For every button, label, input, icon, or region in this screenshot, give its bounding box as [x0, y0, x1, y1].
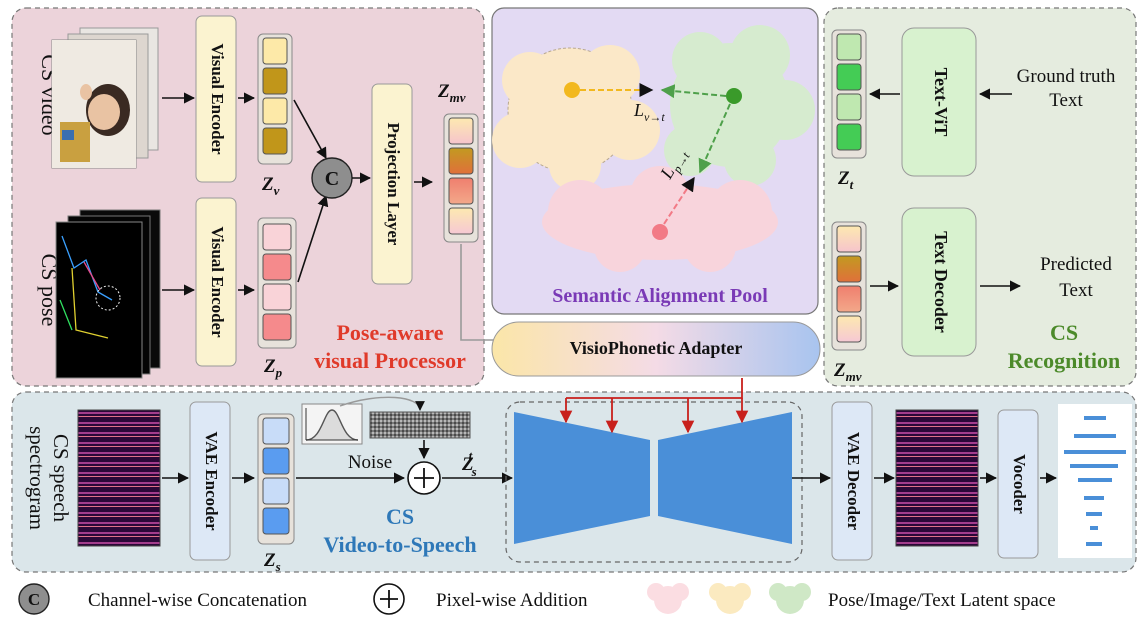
- input-spectrogram: [77, 409, 161, 547]
- z-mv-top-latent-stack: [443, 113, 479, 243]
- svg-text:VAE Encoder: VAE Encoder: [202, 431, 221, 531]
- z-mv-right-label: Zmv: [833, 360, 862, 384]
- legend-concat-label: Channel-wise Concatenation: [88, 590, 307, 611]
- legend-pose-cloud-icon: [647, 583, 689, 614]
- svg-text:Text-ViT: Text-ViT: [931, 68, 951, 137]
- spectrogram-label-line1: CS speech: [49, 434, 73, 523]
- image-latent-cloud: [492, 45, 660, 191]
- cs-recognition-title-line2: Recognition: [1008, 348, 1120, 373]
- text-vit-block: [901, 27, 977, 177]
- noise-label: Noise: [348, 452, 392, 473]
- spectrogram-label-line2: spectrogram: [25, 426, 49, 530]
- pose-aware-title-line1: Pose-aware: [336, 320, 443, 345]
- legend-concat-icon: [18, 583, 50, 615]
- svg-text:Vocoder: Vocoder: [1010, 454, 1029, 514]
- svg-text:C: C: [28, 590, 40, 609]
- svg-text:Visual Encoder: Visual Encoder: [208, 226, 227, 338]
- cs-video-frames: [51, 27, 159, 169]
- p-to-t-arrow: [663, 176, 695, 225]
- pose-aware-title-line2: visual Processor: [314, 348, 466, 373]
- svg-text:Projection Layer: Projection Layer: [384, 123, 403, 246]
- z-s-label: Zs: [263, 550, 281, 574]
- z-mv-right-latent-stack: [831, 221, 867, 351]
- z-v-latent-stack: [257, 33, 293, 165]
- legend-add-label: Pixel-wise Addition: [436, 590, 588, 611]
- legend: C Channel-wise Concatenation Pixel-wise …: [18, 583, 1056, 615]
- svg-text:C: C: [325, 168, 339, 190]
- svg-text:Visual Encoder: Visual Encoder: [208, 43, 227, 155]
- z-p-label: Zp: [263, 356, 283, 380]
- waveform-output-icon: [1058, 404, 1132, 558]
- unet-decoder-half: [658, 412, 792, 544]
- ground-truth-line2: Text: [1049, 90, 1083, 111]
- z-p-latent-stack: [257, 217, 297, 349]
- svg-text:VisioPhonetic Adapter: VisioPhonetic Adapter: [570, 338, 743, 358]
- z-s-latent-stack: [257, 413, 295, 545]
- cs-pose-frames: [55, 209, 161, 379]
- legend-image-cloud-icon: [709, 583, 751, 614]
- cs-v2s-title-line2: Video-to-Speech: [323, 532, 476, 557]
- predicted-line2: Text: [1059, 280, 1093, 301]
- visual-encoder-bottom: [195, 197, 237, 367]
- svg-text:Text Decoder: Text Decoder: [931, 231, 951, 333]
- semantic-alignment-title: Semantic Alignment Pool: [552, 285, 768, 307]
- visiophonetic-adapter: [491, 321, 821, 377]
- z-mv-top-label: Zmv: [437, 81, 466, 105]
- z-v-label: Zv: [261, 174, 280, 198]
- vae-encoder-block: [189, 401, 231, 561]
- z-s-t-label: Zst: [461, 448, 477, 479]
- svg-text:VAE Decoder: VAE Decoder: [844, 432, 863, 531]
- pose-latent-point: [652, 224, 668, 240]
- unet-encoder-half: [514, 412, 650, 544]
- legend-latent-label: Pose/Image/Text Latent space: [828, 590, 1056, 611]
- ground-truth-line1: Ground truth: [1017, 66, 1116, 87]
- output-spectrogram: [895, 409, 979, 547]
- loss-v-to-t: Lv→t: [633, 100, 665, 124]
- z-t-latent-stack: [831, 29, 867, 159]
- vocoder-block: [997, 409, 1039, 559]
- text-decoder-block: [901, 207, 977, 357]
- image-latent-point: [564, 82, 580, 98]
- z-t-label: Zt: [837, 168, 854, 192]
- cs-recognition-title-line1: CS: [1050, 320, 1078, 345]
- cs-recognition-panel: [823, 7, 1137, 387]
- visual-encoder-top: [195, 15, 237, 183]
- text-latent-cloud: [664, 25, 815, 186]
- projection-layer: [371, 83, 413, 285]
- legend-text-cloud-icon: [769, 583, 811, 614]
- diffusion-unet-region: [505, 401, 803, 563]
- predicted-line1: Predicted: [1040, 254, 1112, 275]
- pose-latent-cloud: [542, 166, 778, 272]
- text-latent-point: [726, 88, 742, 104]
- noise-tensor: [369, 411, 471, 439]
- vae-decoder-block: [831, 401, 873, 561]
- cs-v2s-title-line1: CS: [386, 504, 414, 529]
